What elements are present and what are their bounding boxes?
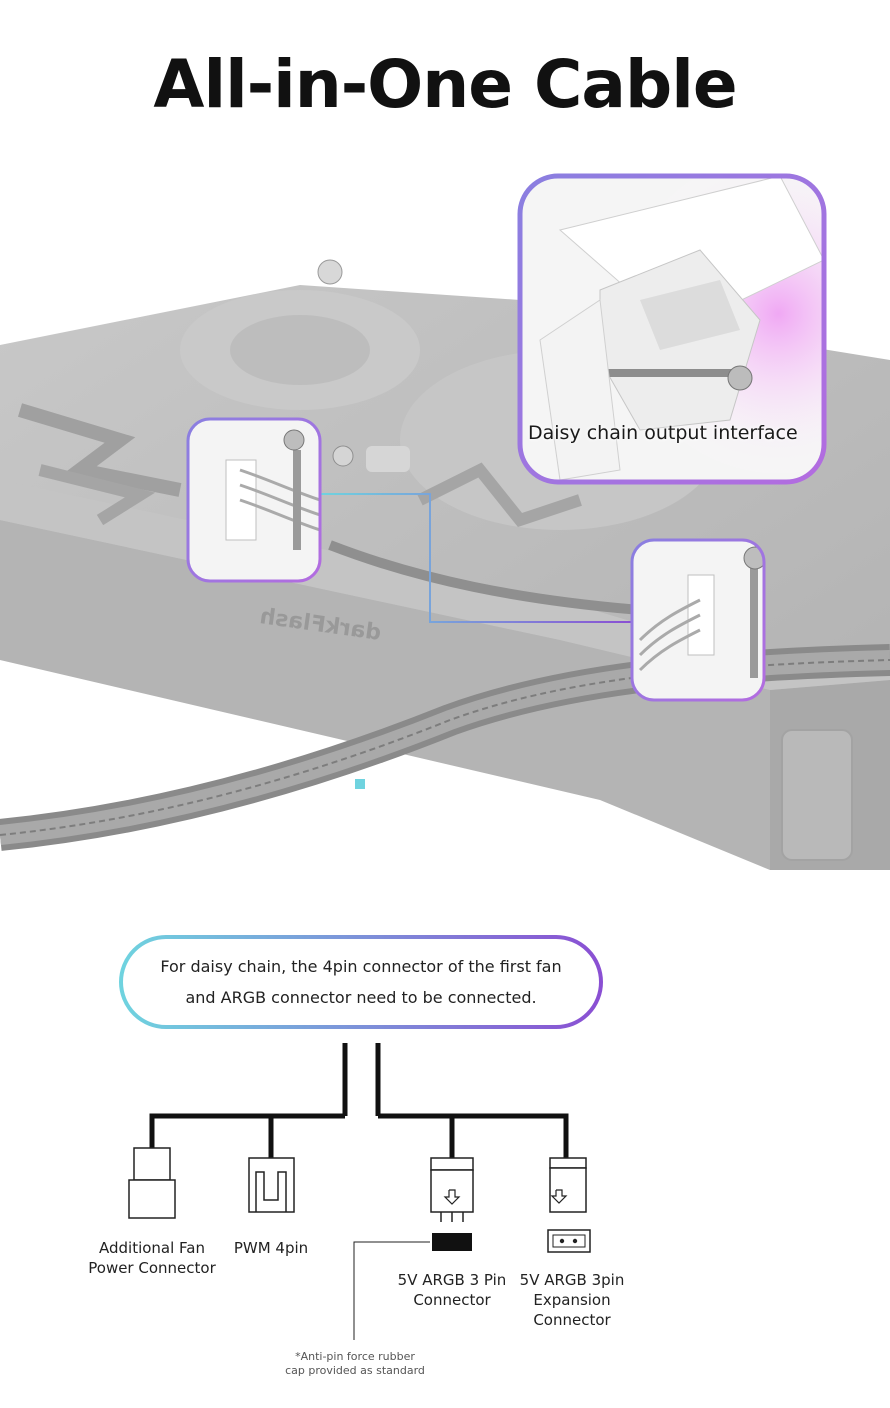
output-connector-inset bbox=[630, 538, 766, 702]
callout-connector-line bbox=[320, 493, 632, 623]
connector-label-argb-expansion: 5V ARGB 3pin Expansion Connector bbox=[519, 1271, 625, 1329]
rubber-cap-icon bbox=[432, 1233, 472, 1251]
connector-label-pwm: PWM 4pin bbox=[233, 1239, 309, 1257]
note-pointer-line bbox=[353, 1241, 430, 1340]
argb-3pin-connector-icon bbox=[430, 1157, 474, 1251]
additional-fan-power-icon bbox=[128, 1147, 176, 1219]
callout-pill: For daisy chain, the 4pin connector of t… bbox=[120, 936, 602, 1028]
connector-label-argb: 5V ARGB 3 Pin Connector bbox=[397, 1271, 507, 1309]
pwm-4pin-icon bbox=[248, 1157, 295, 1213]
inset-label: Daisy chain output interface bbox=[528, 422, 798, 444]
input-connector-inset bbox=[186, 417, 322, 583]
wiring-diagram bbox=[149, 1043, 569, 1158]
connector-label-fan-power: Additional Fan Power Connector bbox=[88, 1239, 216, 1277]
daisy-chain-inset bbox=[517, 173, 827, 485]
rubber-cap-note: *Anti-pin force rubber cap provided as s… bbox=[285, 1350, 425, 1377]
argb-expansion-connector-icon bbox=[547, 1157, 591, 1253]
page-title: All-in-One Cable bbox=[153, 46, 737, 123]
callout-pill-border bbox=[119, 935, 603, 1029]
callout-line-1: For daisy chain, the 4pin connector of t… bbox=[160, 957, 562, 976]
callout-line-2: and ARGB connector need to be connected. bbox=[185, 988, 537, 1007]
